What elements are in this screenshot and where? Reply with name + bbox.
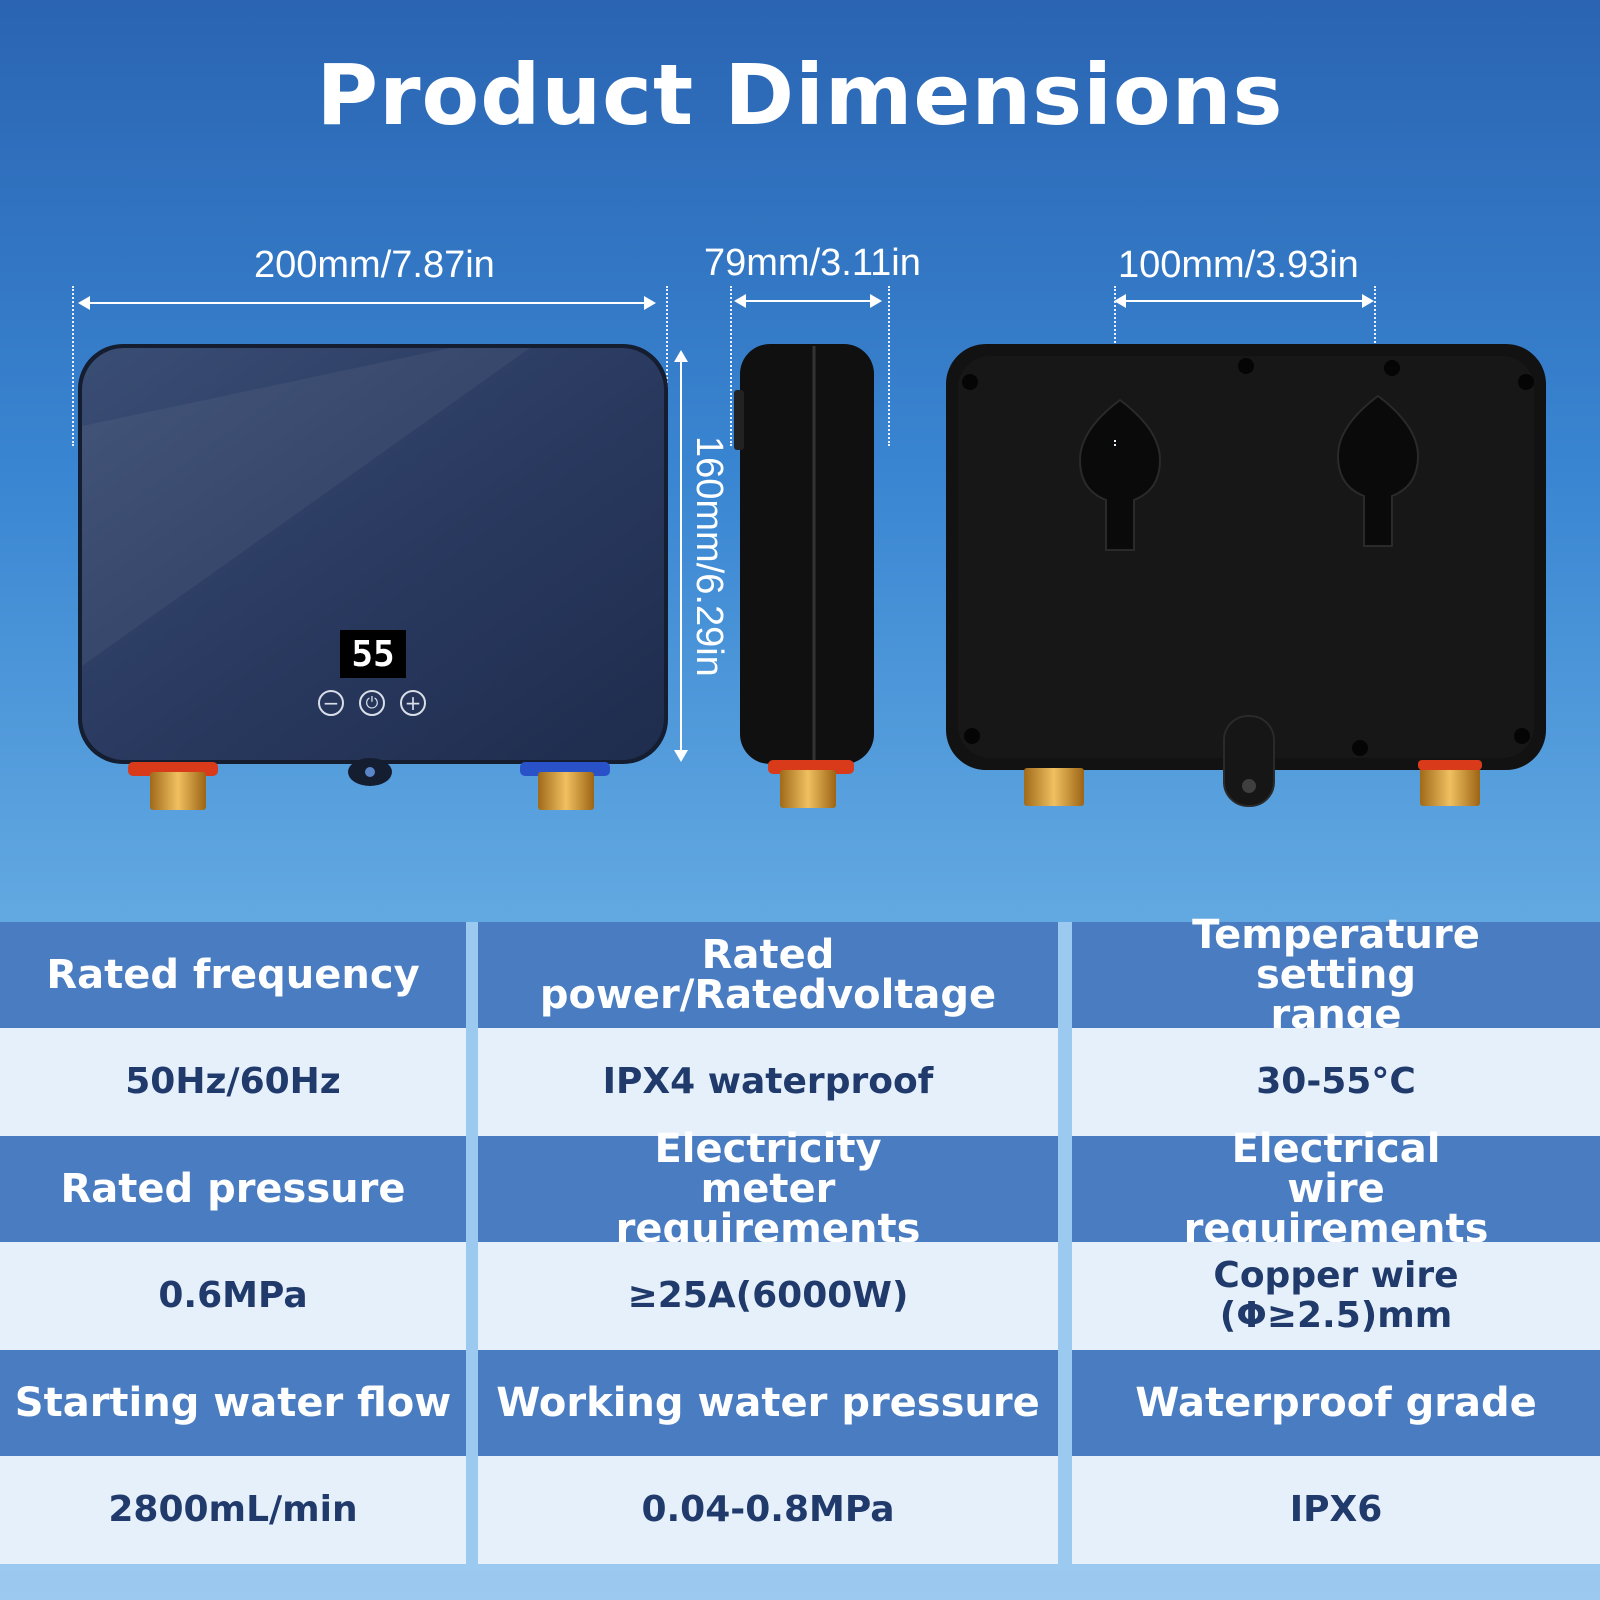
side-left-guide [730,286,732,446]
power-button[interactable]: ⏻ [359,690,385,716]
spec-label-waterproof-grade: Waterproof grade [1072,1350,1600,1456]
spec-value-rated-frequency: 50Hz/60Hz [0,1028,466,1136]
front-width-arrow [78,296,656,310]
spec-value-waterproof-grade: IPX6 [1072,1456,1600,1564]
side-view-image [734,344,874,808]
back-view-image [946,344,1546,807]
spec-label-rated-power: Rated power/Ratedvoltage [478,922,1058,1028]
spec-value-working-pressure: 0.04-0.8MPa [478,1456,1058,1564]
spec-value-rated-pressure: 0.6MPa [0,1242,466,1350]
spec-label-meter-requirements: Electricity meter requirements [478,1129,1058,1249]
front-left-guide [72,286,74,446]
spec-label-starting-flow: Starting water flow [0,1350,466,1456]
spec-value-rated-power: IPX4 waterproof [478,1028,1058,1136]
spec-value-meter-requirements: ≥25A(6000W) [478,1242,1058,1350]
temperature-display: 55 [340,630,406,678]
front-view-image [78,344,668,810]
side-depth-label: 79mm/3.11in [704,242,921,284]
spec-label-wire-requirements: Electrical wire requirements [1072,1129,1600,1249]
spec-value-wire-requirements: Copper wire (Φ≥2.5)mm [1072,1242,1600,1350]
back-left-guide-lower [1114,440,1116,446]
side-depth-arrow [734,294,882,308]
spec-label-rated-pressure: Rated pressure [0,1136,466,1242]
spec-value-starting-flow: 2800mL/min [0,1456,466,1564]
back-spacing-label: 100mm/3.93in [1118,244,1359,286]
temperature-readout: 55 [351,633,395,675]
side-right-guide [888,286,890,446]
back-spacing-arrow [1114,294,1374,308]
spec-table: Rated frequency Rated power/Ratedvoltage… [0,915,1600,1570]
minus-button[interactable]: − [318,690,344,716]
page-title: Product Dimensions [316,46,1284,144]
spec-label-working-pressure: Working water pressure [478,1350,1058,1456]
height-label: 160mm/6.29in [688,436,730,677]
height-arrow [674,350,688,762]
front-right-guide [666,286,668,446]
spec-label-temperature-range: Temperature setting range [1072,915,1600,1035]
spec-label-rated-frequency: Rated frequency [0,922,466,1028]
spec-value-temperature-range: 30-55°C [1072,1028,1600,1136]
front-width-label: 200mm/7.87in [254,244,495,286]
plus-button[interactable]: + [400,690,426,716]
